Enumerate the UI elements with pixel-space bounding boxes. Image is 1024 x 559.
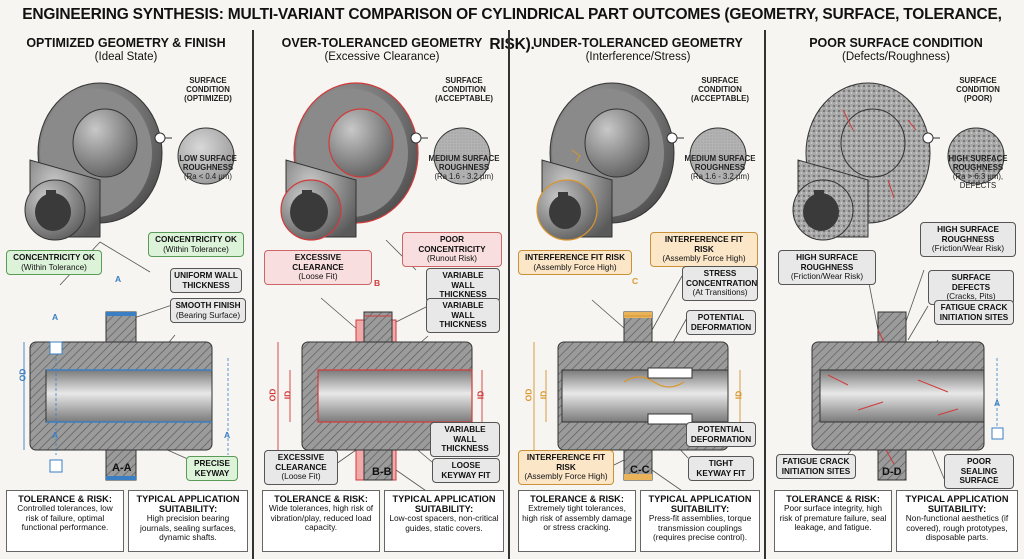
- callout-variable-wall-2: VARIABLE WALL THICKNESS: [426, 298, 500, 333]
- callout-high-roughness-right: HIGH SURFACE ROUGHNESS(Friction/Wear Ris…: [920, 222, 1016, 257]
- panel-subtitle: (Excessive Clearance): [324, 51, 440, 63]
- callout-surface-defects: SURFACE DEFECTS(Cracks, Pits): [928, 270, 1014, 305]
- roughness-label: LOW SURFACE ROUGHNESS (Ra < 0.4 µm): [179, 154, 237, 181]
- footer-application: TYPICAL APPLICATION SUITABILITY:Non-func…: [896, 490, 1018, 552]
- footer-tolerance-risk: TOLERANCE & RISK:Wide tolerances, high r…: [262, 490, 380, 552]
- surface-swatch: [177, 127, 235, 185]
- callout-excessive-clearance-bottom: EXCESSIVE CLEARANCE(Loose Fit): [264, 450, 338, 485]
- datum-a-bottom: A: [52, 430, 59, 440]
- callout-loose-keyway: LOOSE KEYWAY FIT: [432, 458, 500, 483]
- panel-title: POOR SURFACE CONDITION: [809, 36, 983, 50]
- callout-poor-concentricity: POOR CONCENTRICITY(Runout Risk): [402, 232, 502, 267]
- section-label: D-D: [882, 466, 902, 478]
- callout-fatigue-crack-bottom: FATIGUE CRACK INITIATION SITES: [776, 454, 856, 479]
- surface-swatch: [433, 127, 491, 185]
- surface-swatch: [689, 127, 747, 185]
- roughness-label: MEDIUM SURFACE ROUGHNESS (Ra 1.6 - 3.2 µ…: [684, 154, 756, 181]
- callout-high-roughness-left: HIGH SURFACE ROUGHNESS(Friction/Wear Ris…: [778, 250, 876, 285]
- footer-application: TYPICAL APPLICATION SUITABILITY:Low-cost…: [384, 490, 504, 552]
- page-title: ENGINEERING SYNTHESIS: MULTI-VARIANT COM…: [22, 6, 1002, 53]
- panel-optimized: OPTIMIZED GEOMETRY & FINISH (Ideal State…: [0, 30, 254, 559]
- panel-subtitle: (Interference/Stress): [585, 51, 691, 63]
- dim-od: OD: [267, 388, 278, 402]
- surface-condition-label: SURFACE CONDITION (OPTIMIZED): [184, 76, 232, 103]
- dim-id-right: ID: [733, 390, 744, 400]
- panel-subtitle: (Defects/Roughness): [841, 51, 951, 63]
- datum-a-right: A: [224, 430, 231, 440]
- footer-application: TYPICAL APPLICATION SUITABILITY:High pre…: [128, 490, 248, 552]
- section-view: [23, 311, 235, 481]
- part-drawing: [277, 82, 491, 496]
- footer-tolerance-risk: TOLERANCE & RISK:Poor surface integrity,…: [774, 490, 892, 552]
- part-drawing: [23, 82, 235, 481]
- callout-uniform-wall: UNIFORM WALL THICKNESS: [170, 268, 242, 293]
- callout-deformation-bottom: POTENTIAL DEFORMATION: [686, 422, 756, 447]
- part-3d-render: [792, 82, 940, 241]
- section-label: C-C: [630, 464, 650, 476]
- panel-under-toleranced: UNDER-TOLERANCED GEOMETRY (Interference/…: [512, 30, 766, 559]
- panel-title: UNDER-TOLERANCED GEOMETRY: [533, 36, 743, 50]
- dim-letter: C: [632, 276, 639, 286]
- callout-fatigue-crack-top: FATIGUE CRACK INITIATION SITES: [934, 300, 1014, 325]
- part-drawing: [533, 82, 747, 496]
- surface-condition-label: SURFACE CONDITION (ACCEPTABLE): [435, 76, 493, 103]
- callout-deformation-top: POTENTIAL DEFORMATION: [686, 310, 756, 335]
- panel-over-toleranced: OVER-TOLERANCED GEOMETRY (Excessive Clea…: [256, 30, 510, 559]
- section-view: [533, 311, 741, 481]
- dim-letter: B: [374, 278, 381, 288]
- callout-variable-wall-1: VARIABLE WALL THICKNESS: [426, 268, 500, 303]
- dim-letter: A: [115, 274, 122, 284]
- callout-precise-keyway: PRECISE KEYWAY: [186, 456, 238, 481]
- dim-id: ID: [282, 390, 293, 400]
- part-drawing: [792, 82, 1005, 489]
- part-3d-render: [280, 82, 428, 241]
- surface-swatch: [947, 127, 1005, 185]
- callout-stress-concentration: STRESS CONCENTRATION(At Transitions): [682, 266, 758, 301]
- roughness-label: HIGH SURFACE ROUGHNESS (Ra > 6.3 µm), DE…: [948, 154, 1008, 190]
- dim-od: OD: [523, 388, 534, 402]
- surface-condition-label: SURFACE CONDITION (POOR): [956, 76, 1000, 103]
- footer-tolerance-risk: TOLERANCE & RISK:Controlled tolerances, …: [6, 490, 124, 552]
- callout-excessive-clearance-top: EXCESSIVE CLEARANCE(Loose Fit): [264, 250, 372, 285]
- callout-smooth-finish: SMOOTH FINISH(Bearing Surface): [170, 298, 246, 323]
- callout-concentricity-left: CONCENTRICITY OK(Within Tolerance): [6, 250, 102, 275]
- callout-poor-sealing: POOR SEALING SURFACE: [944, 454, 1014, 489]
- dim-id-right: ID: [475, 390, 486, 400]
- footer-tolerance-risk: TOLERANCE & RISK:Extremely tight toleran…: [518, 490, 636, 552]
- surface-condition-label: SURFACE CONDITION (ACCEPTABLE): [691, 76, 749, 103]
- part-3d-render: [24, 82, 172, 241]
- section-view: [811, 311, 1004, 481]
- section-label: A-A: [112, 462, 132, 474]
- callout-interference-top-right: INTERFERENCE FIT RISK(Assembly Force Hig…: [650, 232, 758, 267]
- dim-id: ID: [538, 390, 549, 400]
- part-3d-render: [536, 82, 684, 241]
- dim-od: OD: [17, 368, 28, 382]
- panel-title: OVER-TOLERANCED GEOMETRY: [281, 36, 483, 50]
- section-label: B-B: [372, 466, 392, 478]
- panel-subtitle: (Ideal State): [94, 51, 158, 63]
- datum-a-top: A: [52, 312, 59, 322]
- callout-variable-wall-3: VARIABLE WALL THICKNESS: [430, 422, 500, 457]
- footer-application: TYPICAL APPLICATION SUITABILITY:Press-fi…: [640, 490, 760, 552]
- panel-title: OPTIMIZED GEOMETRY & FINISH: [26, 36, 226, 50]
- callout-concentricity-top: CONCENTRICITY OK(Within Tolerance): [148, 232, 244, 257]
- callout-interference-bottom: INTERFERENCE FIT RISK(Assembly Force Hig…: [518, 450, 614, 485]
- callout-interference-top-left: INTERFERENCE FIT RISK(Assembly Force Hig…: [518, 250, 632, 275]
- datum-a: A: [994, 398, 1001, 408]
- roughness-label: MEDIUM SURFACE ROUGHNESS (Ra 1.6 - 3.2 µ…: [428, 154, 500, 181]
- panel-poor-surface: POOR SURFACE CONDITION (Defects/Roughnes…: [768, 30, 1024, 559]
- callout-tight-keyway: TIGHT KEYWAY FIT: [688, 456, 754, 481]
- section-view: [277, 311, 483, 481]
